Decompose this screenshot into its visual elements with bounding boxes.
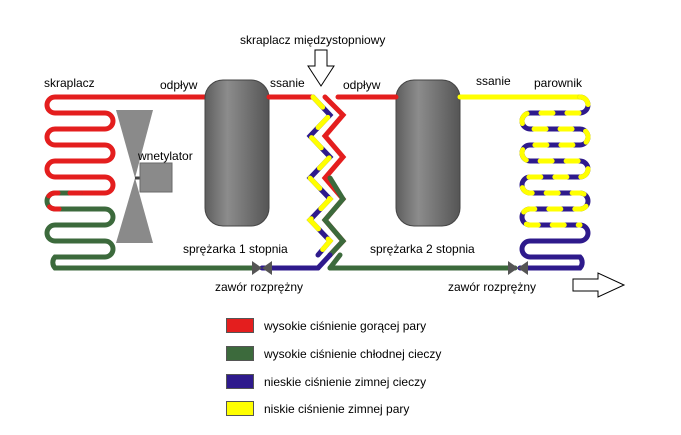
suction-1-label: ssanie [270, 76, 305, 90]
fan-blade-top [116, 110, 153, 178]
outflow-1-label: odpływ [160, 78, 198, 92]
compressor-1-label: sprężarka 1 stopnia [183, 242, 288, 256]
suction-2-label: ssanie [476, 74, 511, 88]
legend-swatch [226, 374, 254, 389]
evaporator-coil [517, 94, 591, 271]
condenser-label: skraplacz [44, 76, 95, 90]
legend-label: nieskie ciśnienie zimnej cieczy [264, 375, 427, 389]
output-arrow [572, 272, 626, 298]
condenser-coil [44, 94, 258, 271]
legend-swatch [226, 318, 254, 333]
fan [116, 110, 173, 243]
legend-label: wysokie ciśnienie gorącej pary [264, 319, 427, 333]
outflow-2-label: odpływ [343, 78, 381, 92]
compressor-1-tank [204, 79, 270, 227]
legend-swatch [226, 401, 254, 416]
legend-label: niskie ciśnienie zimnej pary [264, 402, 410, 416]
fan-motor [139, 162, 173, 193]
expansion-valve-2 [508, 261, 528, 275]
compressor-2-tank [395, 79, 461, 227]
valve-1-label: zawór rozprężny [215, 280, 304, 294]
fan-blade-bottom [116, 178, 153, 243]
compressor-2-label: sprężarka 2 stopnia [370, 242, 475, 256]
legend-swatch [226, 346, 254, 361]
evaporator-label: parownik [534, 76, 583, 90]
legend-label: wysokie ciśnienie chłodnej cieczy [264, 347, 442, 361]
fan-label: wnetylator [138, 149, 193, 163]
cooling-input-arrow [307, 49, 335, 87]
expansion-valve-1 [252, 261, 272, 275]
intercooler-label: skraplacz międzystopniowy [240, 33, 386, 47]
valve-2-label: zawór rozprężny [448, 280, 537, 294]
condenser-hot-section [44, 94, 208, 196]
